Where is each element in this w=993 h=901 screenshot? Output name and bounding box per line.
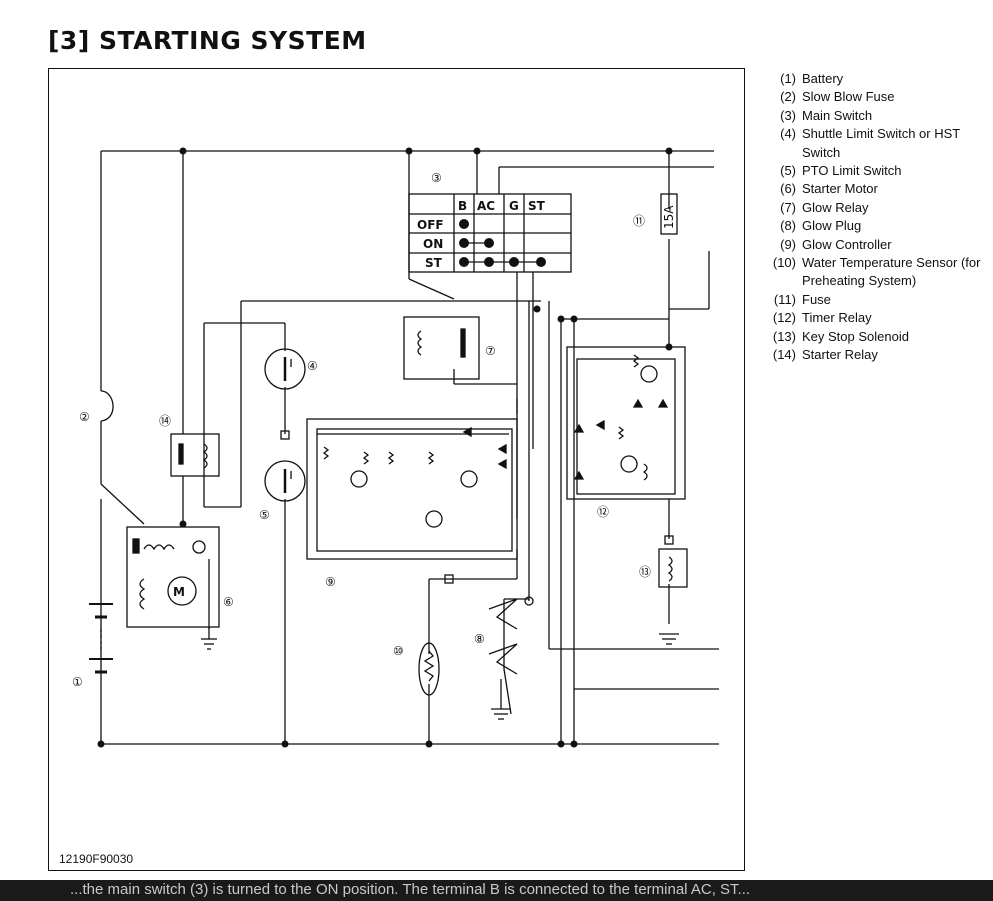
wires (100, 150, 719, 745)
legend-item: (3)Main Switch (780, 107, 873, 123)
switch-row-st: ST (425, 256, 443, 270)
fuse-rating: 15A (662, 205, 676, 229)
timer-relay (566, 346, 686, 500)
glow-controller (306, 418, 518, 560)
glow-plug (488, 596, 534, 720)
circuit-schematic: ① ② ③ ④ ⑤ ⑥ ⑦ ⑧ ⑨ ⑩ ⑪ ⑫ ⑬ ⑭ M 15A B AC G… (72, 147, 719, 748)
page-title: [3] STARTING SYSTEM (48, 26, 367, 55)
callout-1: ① (72, 675, 83, 689)
fuse-15a (660, 193, 678, 235)
component-legend: (1)Battery (2)Slow Blow Fuse (3)Main Swi… (758, 70, 990, 365)
legend-item: (14)Starter Relay (772, 347, 878, 363)
switch-col-ac: AC (477, 199, 495, 213)
callout-11: ⑪ (633, 214, 645, 228)
callout-6: ⑥ (223, 595, 234, 609)
callout-9: ⑨ (325, 575, 336, 589)
wiring-diagram: ① ② ③ ④ ⑤ ⑥ ⑦ ⑧ ⑨ ⑩ ⑪ ⑫ ⑬ ⑭ M 15A B AC G… (48, 68, 745, 871)
legend-item: (11)Fuse (773, 291, 831, 307)
legend-item: (5)PTO Limit Switch (780, 163, 902, 179)
junctions (97, 147, 673, 748)
battery (89, 603, 113, 674)
callout-4: ④ (307, 359, 318, 373)
motor-label: M (173, 585, 185, 599)
legend-item: (12)Timer Relay (772, 310, 872, 326)
figure-code: 12190F90030 (59, 852, 134, 866)
key-stop-solenoid (658, 535, 688, 645)
cut-off-text: ...the main switch (3) is turned to the … (70, 881, 751, 898)
main-switch-table (408, 193, 572, 279)
switch-row-on: ON (423, 237, 443, 251)
legend-item: (7)Glow Relay (780, 199, 869, 215)
callout-8: ⑧ (474, 632, 485, 646)
starter-relay (170, 433, 220, 477)
legend-item: (2)Slow Blow Fuse (780, 89, 895, 105)
legend-item: (9)Glow Controller (780, 236, 892, 252)
callout-7: ⑦ (485, 344, 496, 358)
glow-relay (403, 316, 480, 380)
callout-14: ⑭ (159, 414, 171, 428)
callout-2: ② (79, 410, 90, 424)
callout-5: ⑤ (259, 508, 270, 522)
switch-col-b: B (458, 199, 467, 213)
switch-col-g: G (509, 199, 519, 213)
callout-3: ③ (431, 171, 442, 185)
legend-item: (6)Starter Motor (780, 181, 878, 197)
switch-col-st: ST (528, 199, 546, 213)
slow-blow-fuse (100, 390, 114, 422)
callout-10: ⑩ (393, 644, 404, 658)
legend-item: (4)Shuttle Limit Switch or HST Switch (780, 126, 960, 160)
starter-motor (126, 526, 220, 650)
legend-item: (1)Battery (780, 71, 844, 86)
legend-item: (13)Key Stop Solenoid (772, 328, 909, 344)
legend-item: (10)Water Temperature Sensor (for Prehea… (772, 255, 981, 289)
water-temperature-sensor (418, 574, 454, 696)
callout-12: ⑫ (597, 505, 609, 519)
limit-switches (264, 348, 306, 502)
legend-item: (8)Glow Plug (780, 218, 862, 234)
switch-row-off: OFF (417, 218, 444, 232)
callout-13: ⑬ (639, 565, 651, 579)
cut-off-text-strip: ...the main switch (3) is turned to the … (0, 880, 993, 901)
